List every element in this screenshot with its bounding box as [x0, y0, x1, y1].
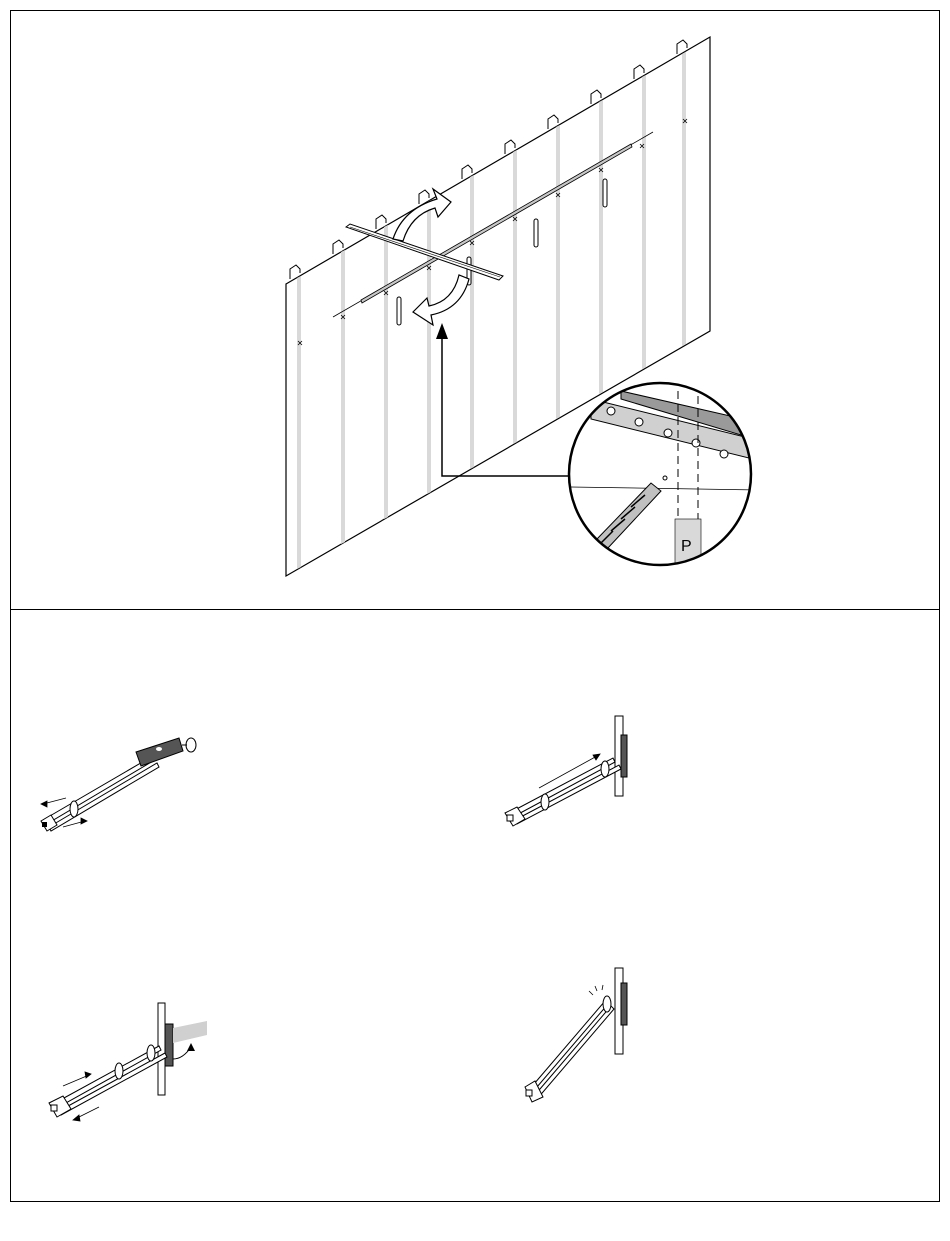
step-2-push-through-wall: [505, 716, 627, 826]
anchor-plate: [621, 735, 627, 777]
toggle-bolt-icon: [505, 758, 621, 826]
wall-mounting-diagram: P: [11, 11, 941, 611]
toggle-bolt-icon: [41, 738, 196, 831]
step-4-snap-off: [525, 968, 627, 1102]
anchor-plate: [165, 1024, 173, 1066]
toggle-anchor-panel: [10, 609, 940, 1202]
anchor-plate: [621, 983, 627, 1025]
toggle-bolt-icon: [525, 996, 614, 1102]
step-3-pull-to-seat: [49, 1003, 207, 1121]
wall-mounting-panel: P: [10, 10, 940, 610]
magnifier-detail: [561, 381, 761, 571]
stud-shadow: [173, 1021, 207, 1043]
toggle-anchor-diagram: [11, 610, 941, 1203]
toggle-bolt-icon: [49, 1045, 167, 1117]
magnifier-label: P: [681, 538, 692, 555]
snap-indicator-icon: [589, 985, 603, 995]
step-1-insert-anchor: [41, 738, 196, 831]
